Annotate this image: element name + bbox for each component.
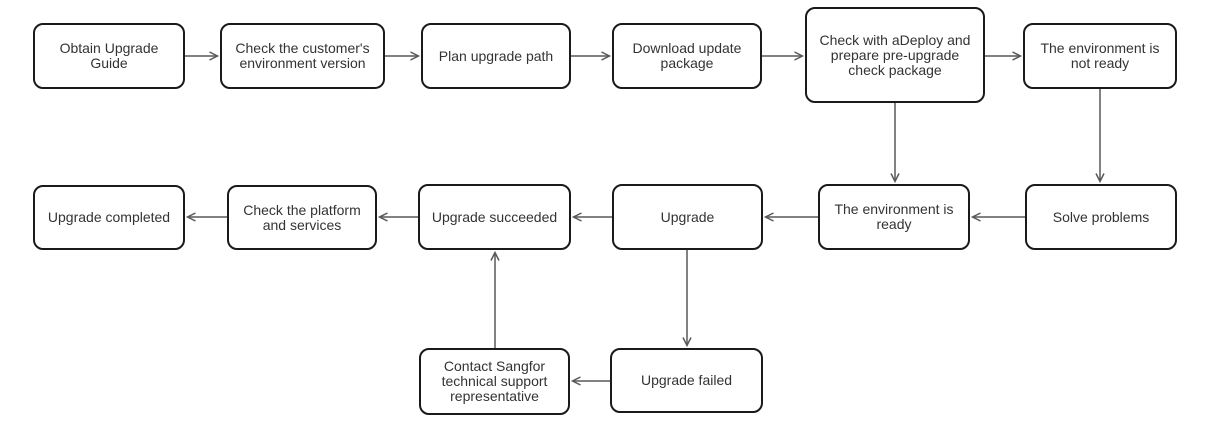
flow-node-environment-not-ready: The environment is not ready [1023,23,1177,89]
flow-node-upgrade-failed: Upgrade failed [610,348,763,413]
flow-node-label: Download update package [632,40,742,71]
flow-node-label: Check with aDeploy and prepare pre-upgra… [819,31,971,78]
flow-node-label: Contact Sangfor technical support repres… [441,358,548,404]
flow-node-label: Upgrade succeeded [431,208,558,225]
flow-node-upgrade: Upgrade [612,184,763,250]
flow-node-label: Check the platform and services [243,201,361,233]
flow-node-label: Upgrade [660,208,715,225]
flow-node-upgrade-completed: Upgrade completed [33,185,185,250]
flow-node-environment-ready: The environment is ready [818,184,970,250]
flow-node-label: The environment is not ready [1040,40,1160,71]
flow-node-download-update-package: Download update package [612,23,762,89]
flow-node-plan-upgrade-path: Plan upgrade path [421,23,571,89]
flow-node-check-customer-environment-version: Check the customer's environment version [220,23,385,89]
flow-node-check-platform-and-services: Check the platform and services [227,185,377,250]
flow-node-label: Upgrade failed [640,372,733,388]
flow-node-upgrade-succeeded: Upgrade succeeded [418,184,571,250]
flow-node-label: Check the customer's environment version [235,40,370,71]
flow-node-contact-sangfor-support: Contact Sangfor technical support repres… [419,348,570,415]
flow-node-label: Plan upgrade path [438,47,554,64]
flow-node-label: Solve problems [1052,208,1150,225]
flow-node-label: Obtain Upgrade Guide [59,40,159,71]
flow-node-label: The environment is ready [834,201,954,232]
flow-node-solve-problems: Solve problems [1025,184,1177,250]
flow-node-check-with-adeploy: Check with aDeploy and prepare pre-upgra… [805,7,985,103]
flow-node-obtain-upgrade-guide: Obtain Upgrade Guide [33,23,185,89]
flow-node-label: Upgrade completed [47,209,171,225]
